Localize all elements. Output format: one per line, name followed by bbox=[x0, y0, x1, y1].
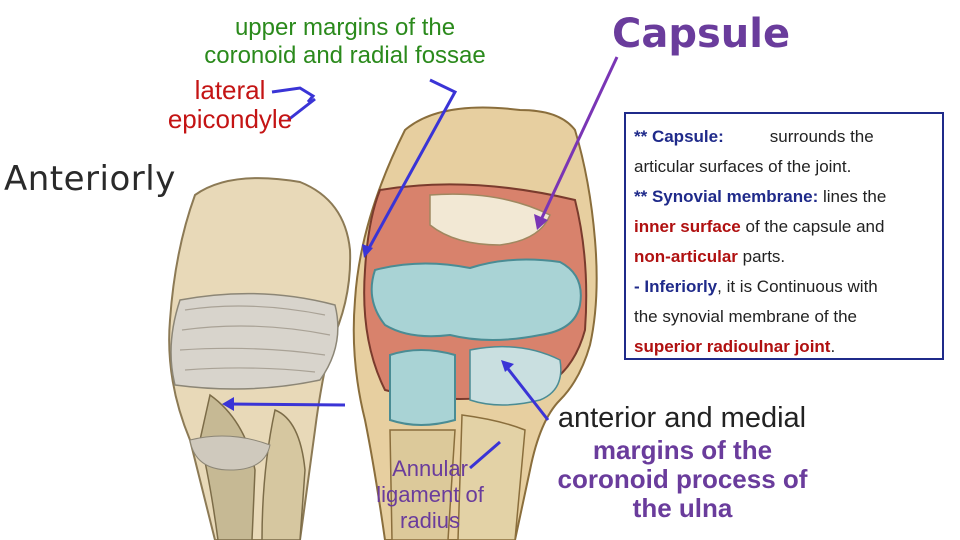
info-text: parts. bbox=[737, 247, 786, 266]
info-line-4: inner surface of the capsule and bbox=[634, 212, 934, 242]
info-line-6: - Inferiorly, it is Continuous with bbox=[634, 272, 934, 302]
label-annular-ligament: Annular ligament of radius bbox=[376, 456, 484, 533]
info-line-7: the synovial membrane of the bbox=[634, 302, 934, 332]
info-text: surrounds the bbox=[769, 127, 874, 146]
arrow-epicondyle-tip bbox=[287, 97, 316, 122]
label-anteriorly: Anteriorly bbox=[4, 159, 176, 199]
info-text: of the capsule and bbox=[740, 217, 885, 236]
info-line-2: articular surfaces of the joint. bbox=[634, 152, 934, 182]
arrow-lateral-epicondyle bbox=[271, 86, 316, 103]
label-anterior-medial: anterior and medial bbox=[557, 402, 807, 434]
info-inferiorly-term: - Inferiorly bbox=[634, 277, 718, 296]
info-highlight: superior radioulnar joint bbox=[634, 337, 831, 356]
info-line-1: ** Capsule: surrounds the bbox=[634, 122, 934, 152]
label-upper-margins: upper margins of the coronoid and radial… bbox=[204, 14, 486, 69]
info-line-5: non-articular parts. bbox=[634, 242, 934, 272]
info-synovial-term: ** Synovial membrane: bbox=[634, 187, 819, 206]
info-text: lines the bbox=[818, 187, 887, 206]
label-capsule: Capsule bbox=[612, 11, 791, 57]
arrow-upper-margins bbox=[366, 78, 458, 251]
info-text: the synovial membrane of the bbox=[634, 307, 858, 326]
info-line-8: superior radioulnar joint. bbox=[634, 332, 934, 362]
info-text: , it is Continuous with bbox=[717, 277, 878, 296]
pointer-arrows bbox=[222, 78, 550, 470]
info-highlight: inner surface bbox=[634, 217, 741, 236]
info-line-3: ** Synovial membrane: lines the bbox=[634, 182, 934, 212]
left-elbow-figure bbox=[168, 177, 352, 540]
arrow-anterior-medial bbox=[503, 364, 550, 421]
info-capsule-term: ** Capsule: bbox=[634, 127, 724, 146]
info-text: articular surfaces of the joint. bbox=[634, 157, 852, 176]
label-margins-coronoid: margins of the coronoid process of the u… bbox=[557, 435, 808, 523]
right-elbow-figure bbox=[352, 106, 598, 540]
description-box: ** Capsule: surrounds the articular surfa… bbox=[624, 112, 944, 360]
capsule-arrow bbox=[534, 56, 619, 230]
arrow-annular-left bbox=[227, 402, 346, 407]
label-lateral-epicondyle: lateral epicondyle bbox=[167, 75, 293, 134]
info-highlight: non-articular bbox=[634, 247, 738, 266]
info-text: . bbox=[830, 337, 836, 356]
arrow-annular bbox=[469, 440, 501, 470]
